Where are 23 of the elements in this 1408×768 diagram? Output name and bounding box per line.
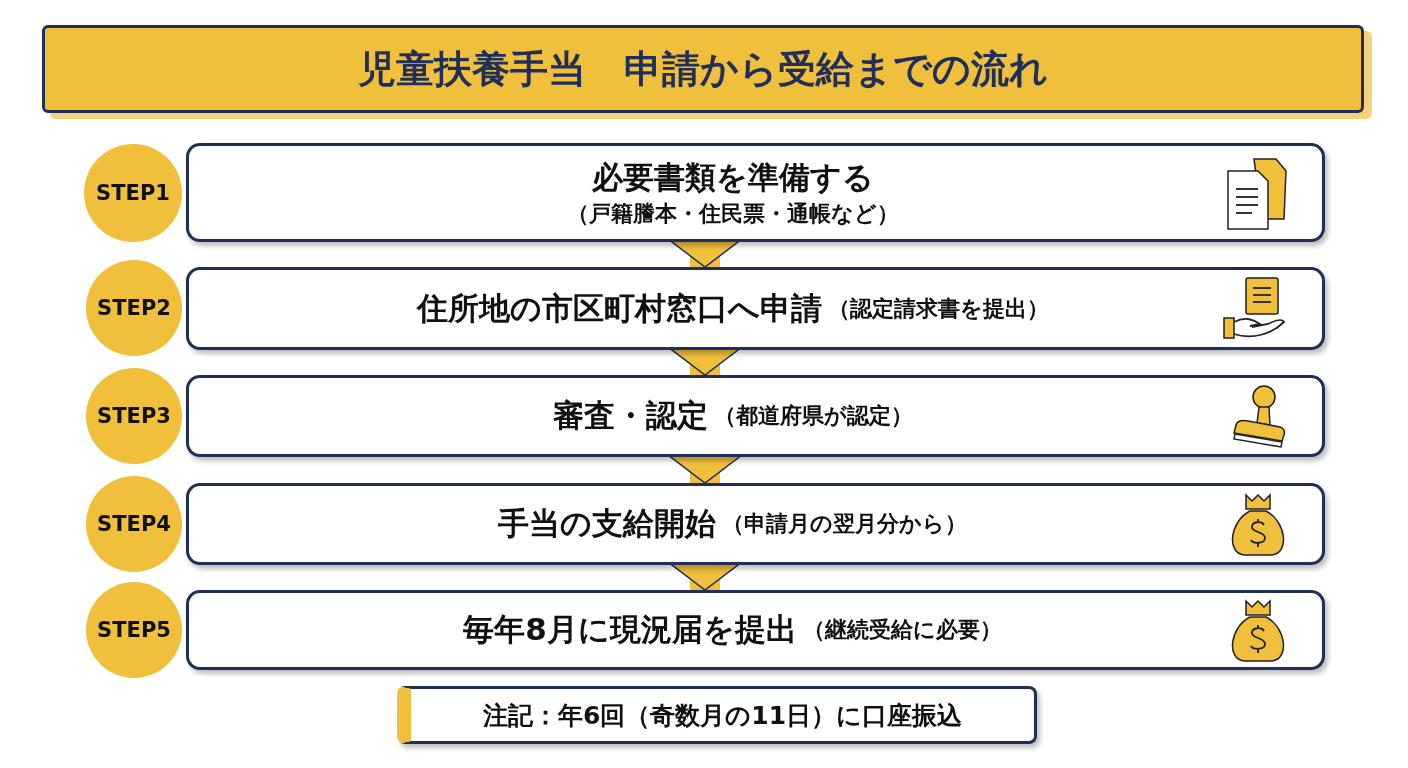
step-note: （継続受給に必要） [802, 616, 1002, 644]
step-title: 必要書類を準備する [591, 157, 874, 197]
step-box [186, 375, 1325, 457]
step-title: 手当の支給開始 [498, 504, 716, 543]
step-note: （戸籍謄本・住民票・通帳など） [566, 199, 899, 228]
step-badge: STEP2 [86, 260, 182, 356]
note-box [397, 686, 1037, 744]
note-text: 注記：年6回（奇数月の11日）に口座振込 [482, 699, 963, 732]
step-badge: STEP5 [86, 582, 182, 678]
step-note: （申請月の翌月分から） [722, 510, 967, 538]
step-box [186, 483, 1325, 565]
step-title: 審査・認定 [552, 396, 708, 435]
step-box [186, 267, 1325, 350]
step-box [186, 143, 1325, 242]
step-title: 住所地の市区町村窓口へ申請 [416, 288, 822, 328]
step-note: （認定請求書を提出） [827, 294, 1049, 323]
step-note: （都道府県が認定） [713, 402, 913, 430]
step-title: 毎年8月に現況届を提出 [463, 610, 797, 649]
step-box [186, 590, 1325, 670]
step-badge: STEP3 [86, 368, 182, 464]
step-badge: STEP4 [86, 476, 182, 572]
step-badge: STEP1 [84, 144, 182, 242]
title: 児童扶養手当 申請から受給までの流れ [358, 45, 1048, 93]
